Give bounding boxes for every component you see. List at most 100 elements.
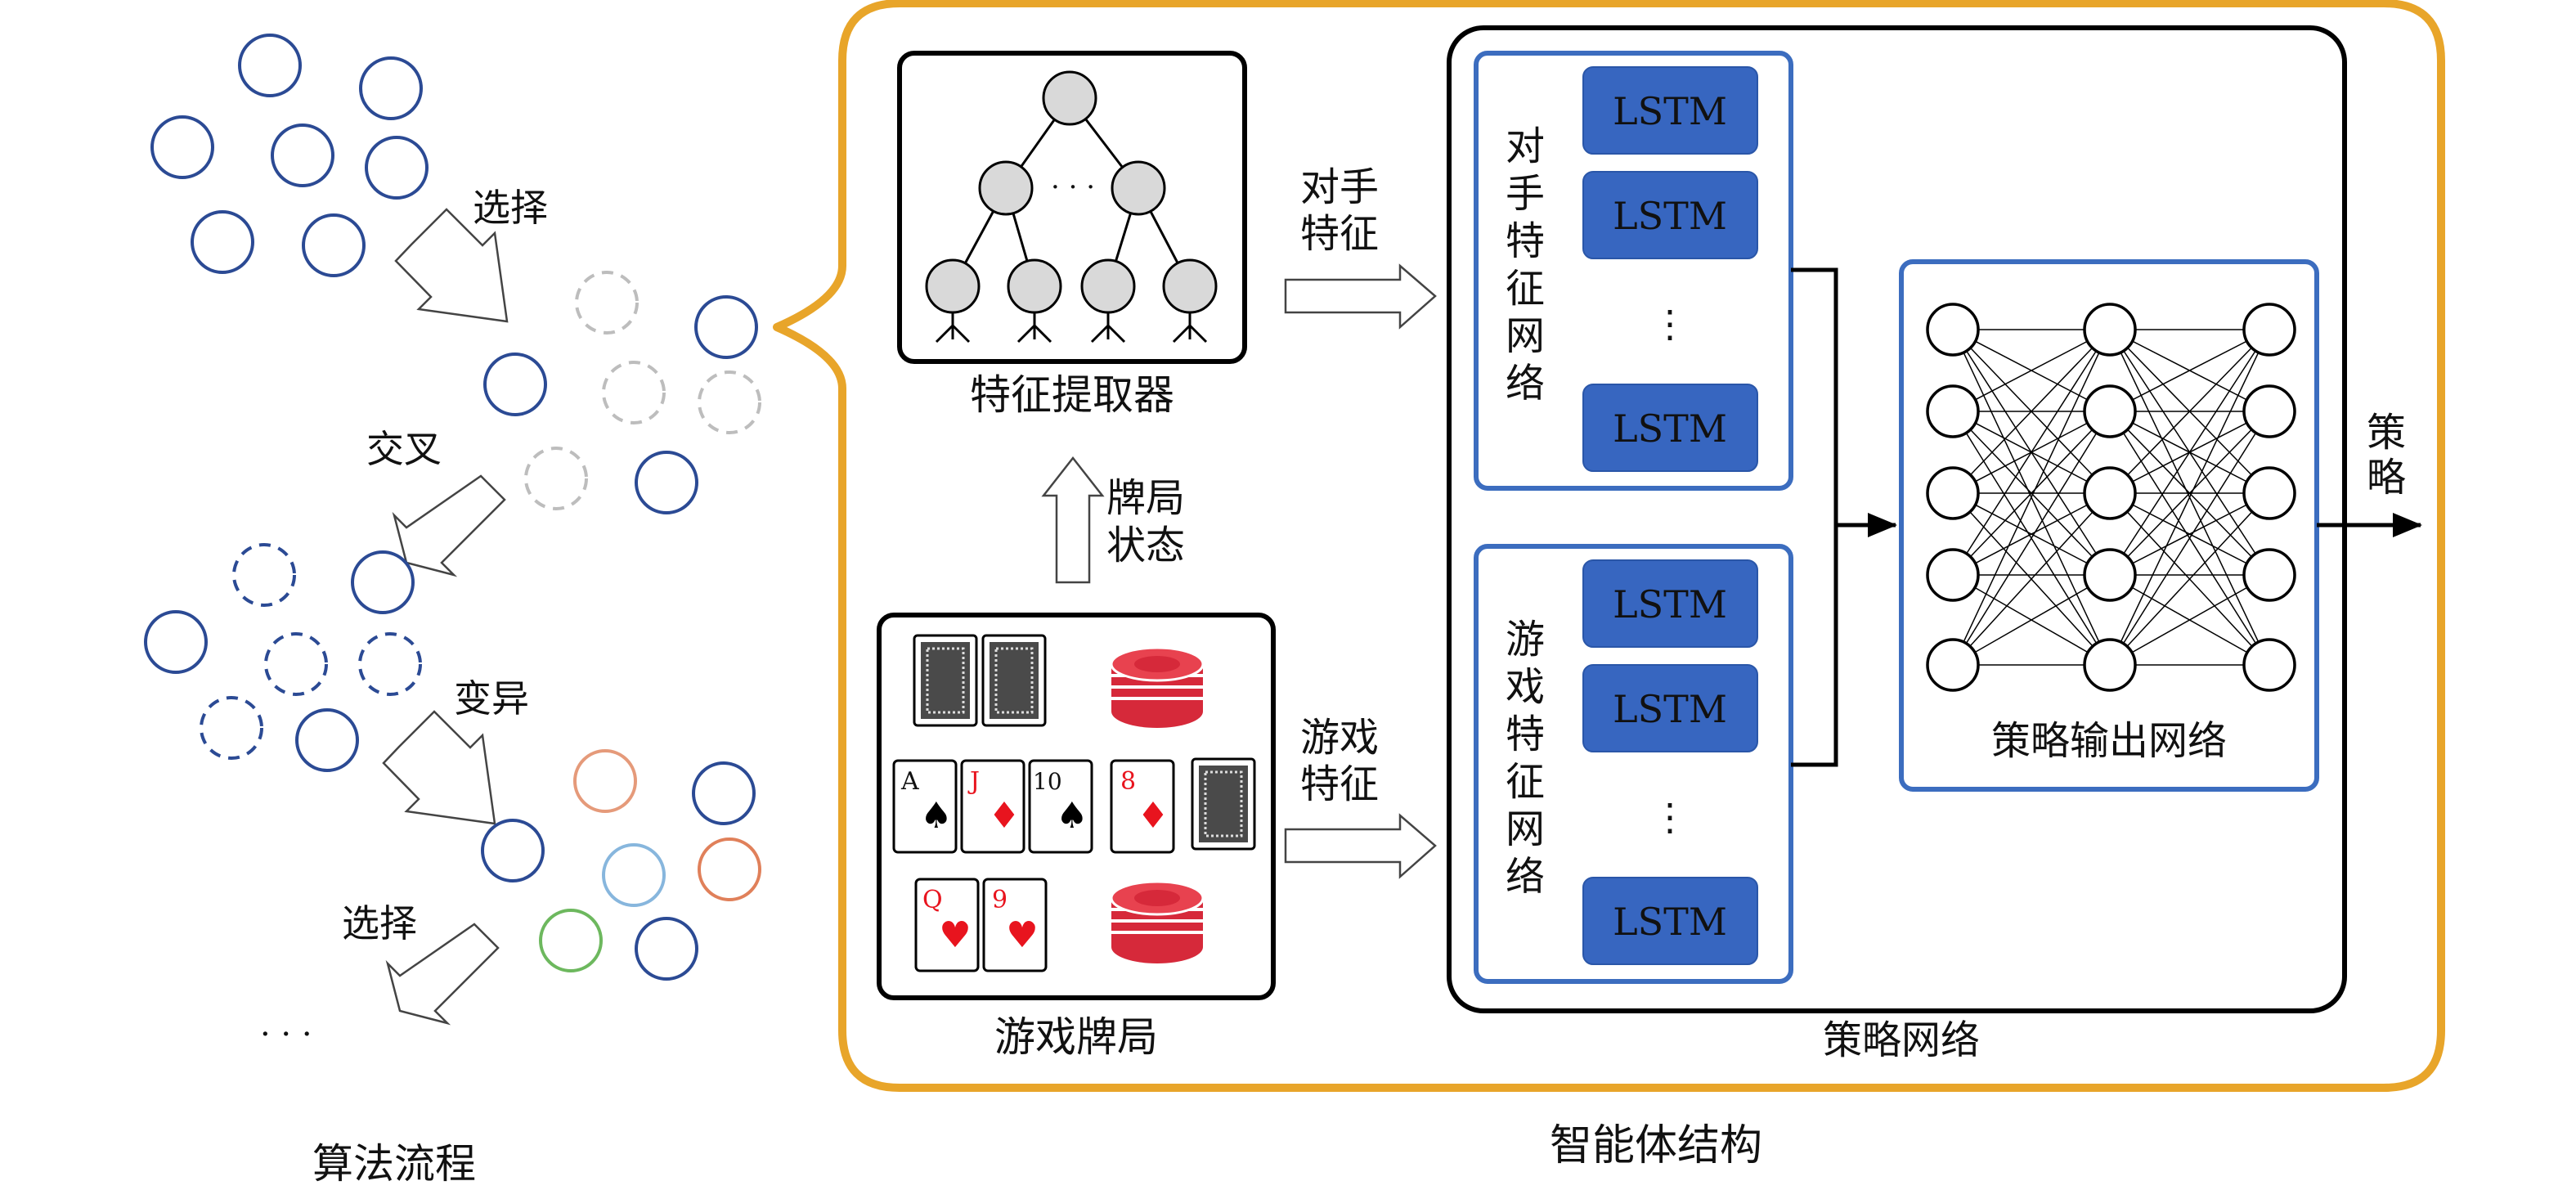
opponent-net-title-char: 网	[1506, 313, 1545, 359]
nn-edge	[2109, 329, 2270, 666]
step-select-1: 选择	[473, 186, 548, 230]
individual-dashed	[200, 696, 263, 760]
individual	[150, 115, 214, 179]
card-rank: 8	[1120, 767, 1136, 796]
lstm-label: LSTM	[1613, 582, 1727, 626]
population-mutated	[481, 749, 761, 981]
individual-mutated	[573, 749, 637, 813]
policy-network-box	[1447, 25, 2347, 1013]
card-heart-q: Q ♥	[914, 878, 980, 972]
spade-icon: ♠	[1056, 795, 1088, 837]
tree-dots: · · ·	[1051, 171, 1095, 204]
nn-edge	[1952, 329, 2111, 494]
nn-edge	[2109, 411, 2270, 576]
lstm-block	[1582, 559, 1758, 648]
opponent-net-title-char: 手	[1506, 171, 1545, 217]
opponent-feature-label-2: 特征	[1300, 211, 1379, 257]
individual-dashed	[358, 632, 422, 696]
card-rank: J	[967, 767, 980, 796]
nn-edge	[1952, 411, 2111, 666]
game-feature-network: 游 戏 特 征 网 络 LSTM LSTM ⋮ LSTM	[1474, 544, 1793, 984]
step-select-2: 选择	[342, 901, 417, 945]
lstm-block	[1582, 171, 1758, 259]
card-back	[913, 634, 978, 727]
nn-edge	[2109, 411, 2270, 666]
nn-node	[1926, 548, 1980, 602]
nn-node	[2083, 384, 2137, 438]
lstm-label: LSTM	[1613, 406, 1727, 451]
individual	[359, 56, 423, 120]
individual	[351, 550, 415, 614]
game-board: A ♠ J ♦ 10 ♠ 8 ♦ Q ♥ 9 ♥ 游戏牌局	[877, 613, 1276, 1061]
policy-label-char-2: 略	[2367, 455, 2406, 501]
individual	[238, 34, 302, 97]
individual	[635, 451, 698, 514]
step-crossover: 交叉	[366, 427, 442, 471]
card-back	[981, 634, 1047, 727]
nn-node	[2083, 548, 2137, 602]
nn-edge	[2109, 329, 2270, 576]
nn-node	[2242, 303, 2296, 357]
algorithm-flow-caption: 算法流程	[312, 1140, 476, 1188]
lstm-block	[1582, 877, 1758, 965]
individual-removed	[524, 447, 588, 510]
game-net-title-char: 络	[1506, 854, 1545, 900]
tree-node-leaf	[925, 258, 981, 314]
feature-extractor: · · · 特征提取器	[897, 51, 1247, 419]
nn-node	[2083, 638, 2137, 692]
opponent-feature-network: 对 手 特 征 网 络 LSTM LSTM ⋮ LSTM	[1474, 51, 1793, 491]
individual	[694, 295, 758, 359]
nn-edge	[2109, 329, 2270, 494]
nn-node	[2242, 384, 2296, 438]
opponent-feature-label-1: 对手	[1300, 164, 1379, 210]
agent-structure-frame	[773, 0, 2445, 1092]
diamond-icon: ♦	[988, 795, 1020, 837]
lstm-ellipsis: ⋮	[1651, 302, 1689, 346]
card-diamond-8: 8 ♦	[1110, 759, 1175, 854]
diamond-icon: ♦	[1137, 795, 1169, 837]
lstm-label: LSTM	[1613, 194, 1727, 238]
individual	[483, 353, 547, 416]
nn-edge	[2109, 492, 2270, 666]
card-diamond-j: J ♦	[960, 759, 1025, 854]
game-net-title-char: 戏	[1506, 664, 1545, 710]
spade-icon: ♠	[920, 795, 952, 837]
individual	[692, 761, 756, 825]
policy-label-char-1: 策	[2367, 410, 2406, 456]
nn-nodes	[1926, 303, 2296, 692]
chip-stack	[1110, 880, 1205, 963]
nn-edge	[2109, 492, 2270, 576]
individual	[302, 213, 366, 277]
lstm-block	[1582, 384, 1758, 472]
game-net-title-char: 网	[1506, 806, 1545, 852]
card-heart-9: 9 ♥	[982, 878, 1048, 972]
card-back	[1191, 757, 1256, 851]
lstm-block	[1582, 66, 1758, 155]
tree-node	[978, 160, 1034, 216]
lstm-label: LSTM	[1613, 900, 1727, 944]
individual-mutated	[539, 909, 603, 972]
opponent-net-title-char: 对	[1506, 123, 1545, 169]
nn-edge	[1952, 329, 2111, 576]
tree-node-leaf	[1162, 258, 1218, 314]
nn-node	[1926, 638, 1980, 692]
individual-dashed	[264, 632, 328, 696]
flow-arrow-1	[394, 208, 509, 323]
lstm-ellipsis: ⋮	[1651, 795, 1689, 839]
card-rank: 10	[1033, 768, 1062, 795]
policy-output-network: 策略输出网络	[1899, 259, 2319, 792]
nn-edge	[2109, 329, 2270, 412]
nn-edge	[1952, 492, 2111, 666]
chip-stack	[1110, 646, 1205, 728]
algorithm-flow: 选择 交叉 变异	[144, 34, 761, 1188]
individual	[481, 819, 545, 882]
tree-node	[1111, 160, 1166, 216]
game-board-caption: 游戏牌局	[994, 1013, 1158, 1061]
game-net-title-char: 游	[1506, 617, 1545, 662]
nn-node	[1926, 384, 1980, 438]
nn-edge	[1952, 329, 2111, 412]
card-spade-10: 10 ♠	[1028, 759, 1093, 854]
population-initial	[150, 34, 429, 277]
opponent-net-title-char: 征	[1506, 266, 1545, 312]
